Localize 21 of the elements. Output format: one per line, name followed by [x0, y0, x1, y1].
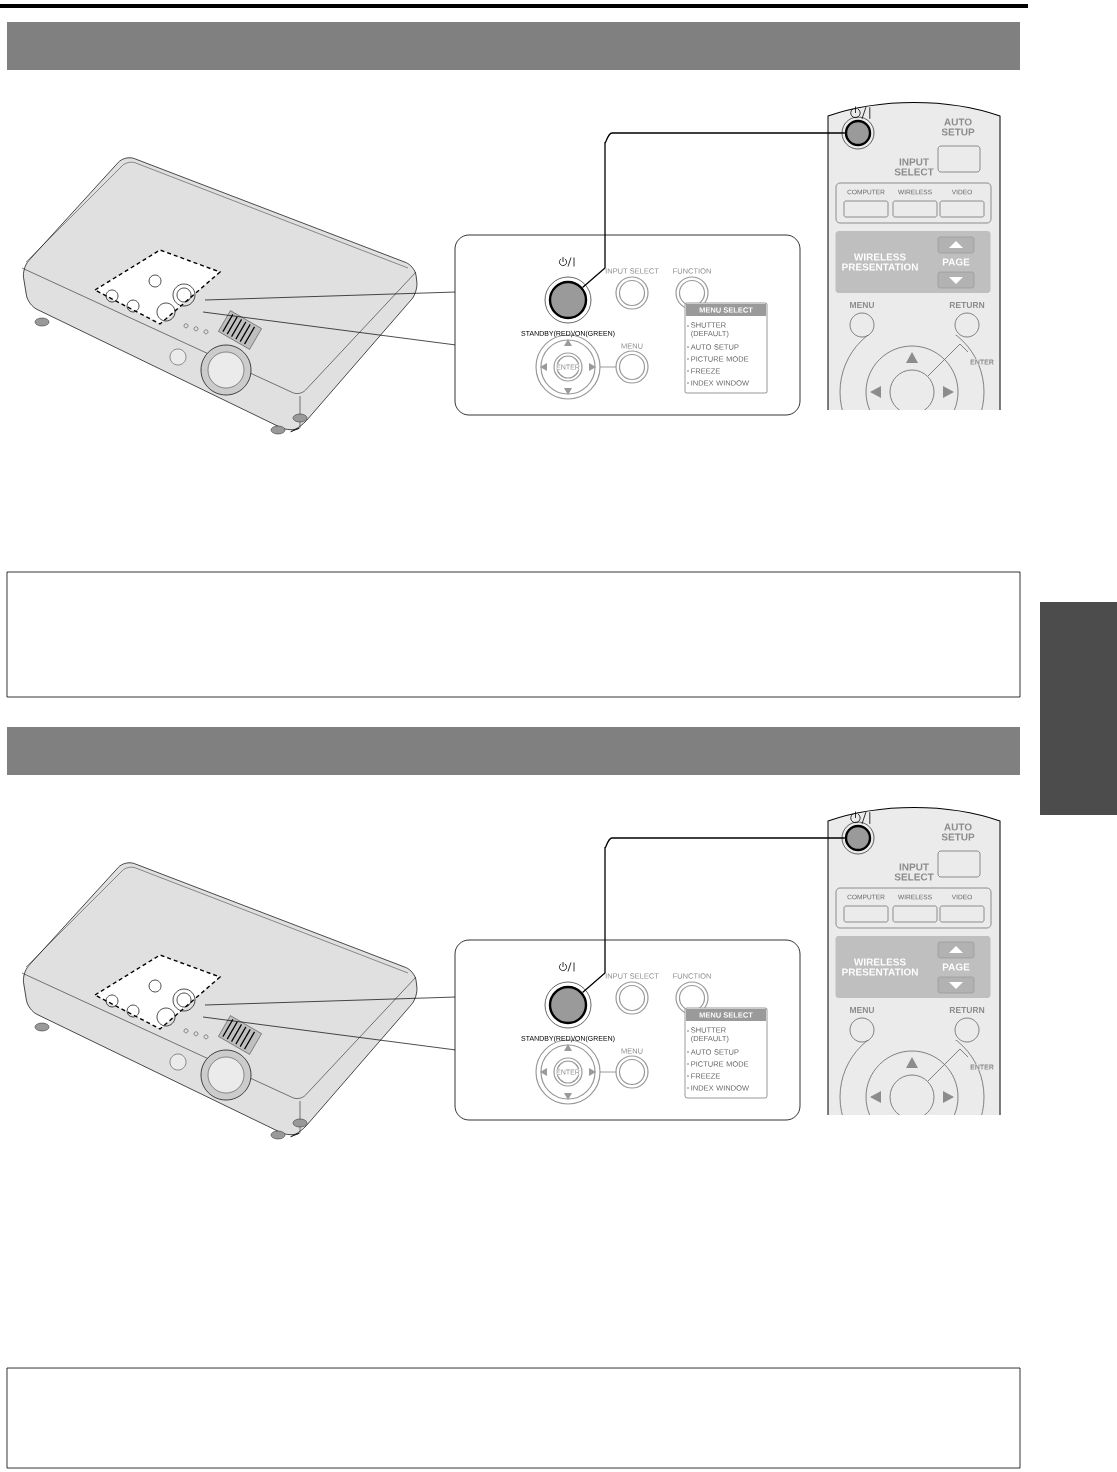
- button-label: PAGE: [942, 258, 970, 266]
- button-label: AUTO SETUP: [941, 118, 975, 136]
- note-box: [6, 1367, 1021, 1469]
- side-tab: [1040, 602, 1117, 815]
- power-button: [841, 821, 875, 855]
- note-box: [6, 571, 1021, 698]
- button-label: AUTO SETUP: [941, 823, 975, 841]
- power-button: [841, 116, 875, 150]
- button-label: INPUT SELECT: [894, 158, 934, 176]
- button-label: RETURN: [949, 1007, 985, 1013]
- power-button: [544, 981, 592, 1029]
- button-label: INPUT SELECT: [894, 863, 934, 881]
- button-label: WIRELESS PRESENTATION: [842, 958, 918, 976]
- button-label: RETURN: [949, 302, 985, 308]
- button-label: MENU: [850, 1007, 874, 1013]
- leader-line: [581, 132, 846, 289]
- power-button: [544, 276, 592, 324]
- leader-line: [581, 837, 846, 994]
- button-label: MENU: [850, 302, 874, 308]
- button-label: WIRELESS PRESENTATION: [842, 253, 918, 271]
- button-label: PAGE: [942, 963, 970, 971]
